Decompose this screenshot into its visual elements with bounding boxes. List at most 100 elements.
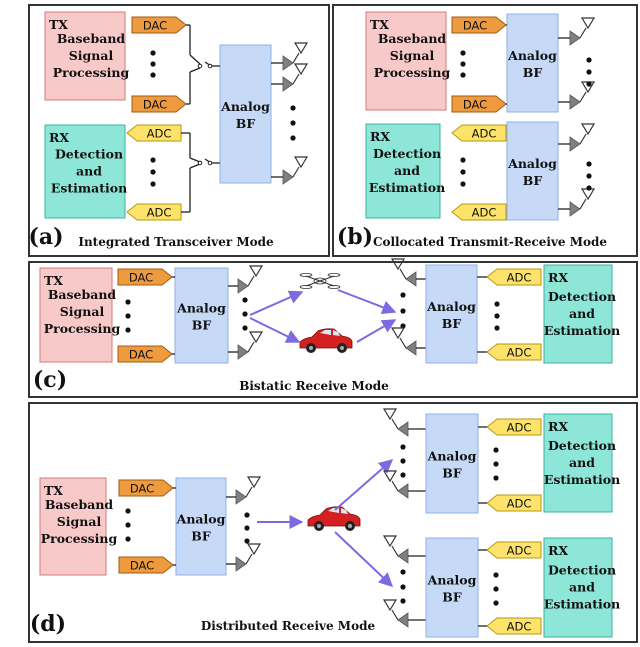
ellipsis-dot bbox=[242, 297, 248, 303]
detection-line3: Estimation bbox=[544, 472, 620, 487]
dac-label: DAC bbox=[143, 19, 167, 33]
switch-node bbox=[197, 160, 203, 166]
baseband-line2: Signal bbox=[390, 48, 435, 63]
dac-label: DAC bbox=[130, 559, 154, 573]
dac-label: DAC bbox=[463, 98, 487, 112]
propagation-arrow bbox=[356, 319, 397, 343]
analog-bf-block bbox=[174, 267, 229, 364]
rx-detection-block bbox=[543, 413, 613, 513]
analog-bf-line1: Analog bbox=[507, 48, 557, 63]
detection-line2: and bbox=[569, 580, 595, 595]
antenna-icon bbox=[237, 331, 263, 360]
adc-converter bbox=[486, 268, 542, 286]
antenna-icon bbox=[383, 535, 409, 564]
analog-bf-block bbox=[175, 477, 227, 576]
rx-label: RX bbox=[548, 270, 568, 285]
antenna-icon bbox=[383, 408, 409, 437]
dac-converter bbox=[117, 345, 173, 363]
rx-detection-block bbox=[543, 537, 613, 638]
car-icon bbox=[299, 328, 353, 354]
antenna-icon bbox=[569, 17, 595, 46]
adc-label: ADC bbox=[507, 620, 532, 634]
ellipsis-dot bbox=[400, 598, 406, 604]
detection-line2: and bbox=[569, 455, 595, 470]
dac-converter bbox=[451, 95, 507, 113]
dac-converter bbox=[117, 268, 173, 286]
antenna-icon bbox=[235, 543, 261, 572]
ellipsis-dot bbox=[586, 81, 592, 87]
ellipsis-dot bbox=[400, 472, 406, 478]
analog-bf-line1: Analog bbox=[176, 301, 226, 316]
ellipsis-dot bbox=[125, 508, 131, 514]
panel-d-frame bbox=[28, 402, 638, 643]
analog-bf-line2: BF bbox=[523, 65, 543, 80]
adc-converter bbox=[451, 124, 507, 142]
antenna-icon bbox=[569, 123, 595, 152]
dac-label: DAC bbox=[129, 348, 153, 362]
detection-line2: and bbox=[569, 306, 595, 321]
baseband-line2: Signal bbox=[57, 514, 102, 529]
ellipsis-dot bbox=[125, 522, 131, 528]
ellipsis-dot bbox=[400, 292, 406, 298]
adc-converter bbox=[451, 203, 507, 221]
propagation-arrow bbox=[249, 290, 304, 316]
ellipsis-dot bbox=[493, 447, 499, 453]
ellipsis-dot bbox=[400, 323, 406, 329]
ellipsis-dot bbox=[290, 105, 296, 111]
panel-b-frame bbox=[332, 4, 638, 257]
analog-bf-block bbox=[219, 44, 272, 184]
dac-label: DAC bbox=[143, 98, 167, 112]
propagation-arrow bbox=[334, 531, 394, 587]
switch-node bbox=[207, 160, 213, 166]
ellipsis-dot bbox=[493, 475, 499, 481]
rx-detection-block bbox=[44, 124, 126, 219]
analog-bf-line1: Analog bbox=[507, 156, 557, 171]
car-icon bbox=[307, 506, 361, 532]
baseband-line1: Baseband bbox=[378, 31, 447, 46]
panel-a-frame bbox=[28, 4, 330, 257]
panel-d-letter: (d) bbox=[30, 611, 66, 637]
ellipsis-dot bbox=[125, 536, 131, 542]
detection-line1: Detection bbox=[548, 438, 616, 453]
baseband-line2: Signal bbox=[60, 304, 105, 319]
ellipsis-dot bbox=[150, 181, 156, 187]
analog-bf-line2: BF bbox=[236, 116, 256, 131]
panel-c-letter: (c) bbox=[33, 367, 67, 393]
adc-converter bbox=[486, 541, 542, 559]
detection-line2: and bbox=[394, 163, 420, 178]
ellipsis-dot bbox=[586, 69, 592, 75]
antenna-icon bbox=[282, 63, 308, 92]
ellipsis-dot bbox=[494, 313, 500, 319]
adc-label: ADC bbox=[507, 497, 532, 511]
analog-bf-line2: BF bbox=[523, 173, 543, 188]
baseband-line1: Baseband bbox=[45, 497, 114, 512]
ellipsis-dot bbox=[125, 327, 131, 333]
detection-line1: Detection bbox=[548, 289, 616, 304]
ellipsis-dot bbox=[493, 600, 499, 606]
ellipsis-dot bbox=[150, 61, 156, 67]
panel-d-caption: Distributed Receive Mode bbox=[201, 619, 376, 633]
ellipsis-dot bbox=[460, 72, 466, 78]
analog-bf-line2: BF bbox=[442, 316, 462, 331]
baseband-line3: Processing bbox=[41, 531, 118, 546]
ellipsis-dot bbox=[460, 157, 466, 163]
rx-label: RX bbox=[548, 419, 568, 434]
dac-converter bbox=[131, 16, 187, 34]
detection-line3: Estimation bbox=[544, 597, 620, 612]
adc-converter bbox=[486, 418, 542, 436]
analog-bf-block bbox=[425, 537, 479, 638]
antenna-icon bbox=[235, 476, 261, 505]
adc-label: ADC bbox=[507, 544, 532, 558]
dac-label: DAC bbox=[463, 19, 487, 33]
rx-detection-block bbox=[365, 123, 441, 219]
detection-line3: Estimation bbox=[369, 180, 445, 195]
baseband-line3: Processing bbox=[53, 65, 130, 80]
antenna-icon bbox=[237, 265, 263, 294]
tx-label: TX bbox=[49, 17, 68, 32]
rx-label: RX bbox=[49, 130, 69, 145]
detection-line1: Detection bbox=[55, 147, 123, 162]
ellipsis-dot bbox=[244, 538, 250, 544]
baseband-line1: Baseband bbox=[48, 287, 117, 302]
adc-label: ADC bbox=[507, 346, 532, 360]
